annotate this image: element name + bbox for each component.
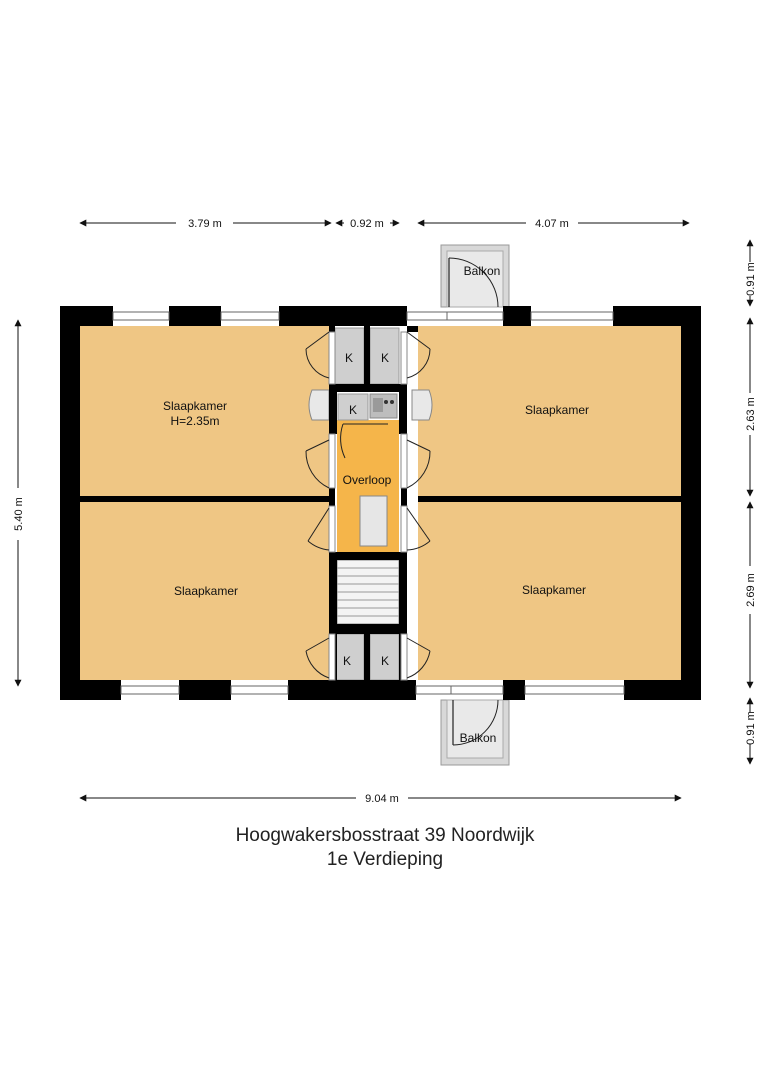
windows xyxy=(112,311,625,695)
label-landing: Overloop xyxy=(343,473,392,487)
door-swings xyxy=(305,331,431,679)
caption-address: Hoogwakersbosstraat 39 Noordwijk xyxy=(235,825,535,846)
label-balcony-bottom: Balkon xyxy=(460,731,497,745)
closet-middle xyxy=(337,393,369,421)
sink-counter xyxy=(369,393,398,419)
label-closet-middle: K xyxy=(349,403,357,417)
balcony-bottom xyxy=(440,699,510,766)
washbasin-left xyxy=(308,389,330,421)
room-bottom-left xyxy=(80,502,331,680)
dim-bottom-total: 9.04 m xyxy=(365,793,399,805)
stair-void xyxy=(359,495,388,547)
dim-right-balcony-top: 0.91 m xyxy=(745,262,757,296)
label-closet-bottom-right: K xyxy=(381,654,389,668)
label-room-top-right: Slaapkamer xyxy=(525,403,589,417)
dim-right-lower: 2.69 m xyxy=(745,573,757,607)
washbasin-right xyxy=(411,389,433,421)
room-top-right xyxy=(418,326,681,496)
dim-top-right: 4.07 m xyxy=(535,218,569,230)
label-balcony-top: Balkon xyxy=(464,264,501,278)
label-room-top-left: Slaapkamer xyxy=(163,399,227,413)
dim-right-upper: 2.63 m xyxy=(745,397,757,431)
balcony-top xyxy=(440,244,510,308)
label-closet-top-right: K xyxy=(381,351,389,365)
closet-top-left xyxy=(334,327,365,385)
dim-right-balcony-bottom: 0.91 m xyxy=(745,711,757,745)
dim-top-mid: 0.92 m xyxy=(350,218,384,230)
room-top-left xyxy=(80,326,331,496)
label-room-bottom-left: Slaapkamer xyxy=(174,584,238,598)
staircase xyxy=(336,559,400,625)
label-closet-top-left: K xyxy=(345,351,353,365)
dim-left-height: 5.40 m xyxy=(13,497,25,531)
label-room-top-left-height: H=2.35m xyxy=(170,414,219,428)
room-bottom-right xyxy=(418,502,681,680)
dimension-lines xyxy=(14,219,754,802)
door-openings xyxy=(328,331,408,681)
walls xyxy=(60,306,701,700)
label-room-bottom-right: Slaapkamer xyxy=(522,583,586,597)
label-closet-bottom-left: K xyxy=(343,654,351,668)
dim-top-left: 3.79 m xyxy=(188,218,222,230)
caption-floor: 1e Verdieping xyxy=(326,849,444,870)
